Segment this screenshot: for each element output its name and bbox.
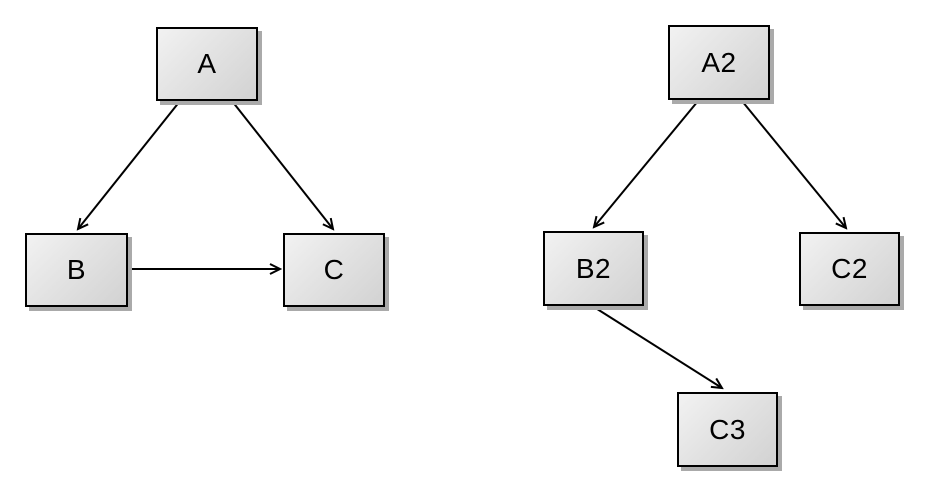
node-label-C2: C2 xyxy=(831,253,868,284)
node-label-C: C xyxy=(323,254,345,285)
edge-B2-to-C3 xyxy=(593,306,722,388)
node-C[interactable]: C xyxy=(283,233,385,307)
node-C2[interactable]: C2 xyxy=(799,232,900,306)
node-label-A: A xyxy=(197,48,217,79)
node-label-C3: C3 xyxy=(709,413,746,445)
node-B2[interactable]: B2 xyxy=(543,231,644,306)
node-C3[interactable]: C3 xyxy=(677,392,778,467)
node-label-B2: B2 xyxy=(575,252,612,284)
edge-A2-to-C2 xyxy=(741,100,846,228)
node-label-B: B xyxy=(66,254,87,285)
node-A[interactable]: A xyxy=(156,27,258,101)
node-label-A2: A2 xyxy=(701,46,737,78)
edge-A-to-C xyxy=(231,100,333,229)
node-A2[interactable]: A2 xyxy=(668,25,770,100)
edge-A-to-B xyxy=(78,100,181,229)
edge-A2-to-B2 xyxy=(594,100,699,227)
node-B[interactable]: B xyxy=(25,233,128,307)
